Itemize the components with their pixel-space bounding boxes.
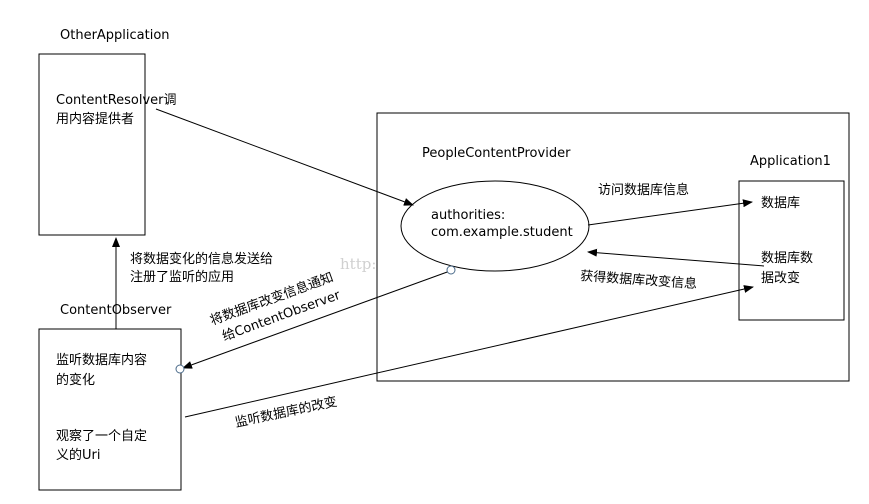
edge-db-change-to-provider xyxy=(587,248,765,267)
provider-authorities-value: com.example.student xyxy=(431,225,573,240)
edge-provider-notify-observer xyxy=(182,270,451,369)
app1-box xyxy=(738,180,845,321)
edge-notify-start-dot xyxy=(446,265,456,275)
edge-observer-to-other-label1: 将数据变化的信息发送给 xyxy=(130,251,273,267)
provider-title: PeopleContentProvider xyxy=(422,146,571,161)
other-app-line2: 用内容提供者 xyxy=(56,111,134,127)
observer-connection-dot xyxy=(175,364,185,374)
edge-listen-db-label: 监听数据库的改变 xyxy=(234,394,339,431)
observer-line2: 的变化 xyxy=(56,372,95,388)
other-app-title: OtherApplication xyxy=(60,28,170,43)
app1-title: Application1 xyxy=(750,154,831,169)
app1-database: 数据库 xyxy=(761,195,800,211)
observer-line3: 观察了一个自定 xyxy=(56,429,147,444)
observer-line4: 义的Uri xyxy=(56,447,100,463)
provider-authorities-label: authorities: xyxy=(431,208,505,223)
app1-db-change-line2: 据改变 xyxy=(761,270,800,286)
edge-access-db-label: 访问数据库信息 xyxy=(598,182,689,198)
edge-provider-to-database xyxy=(587,199,753,226)
provider-ellipse xyxy=(400,180,590,272)
other-app-box xyxy=(38,53,146,236)
edge-observer-to-other-label2: 注册了监听的应用 xyxy=(130,269,234,285)
app1-db-change-line1: 数据库数 xyxy=(761,250,813,266)
edge-resolver-to-provider xyxy=(155,108,414,206)
observer-line1: 监听数据库内容 xyxy=(56,352,147,368)
edge-observer-listen-db xyxy=(184,285,754,418)
observer-box xyxy=(38,328,182,491)
other-app-line1: ContentResolver调 xyxy=(56,93,177,108)
